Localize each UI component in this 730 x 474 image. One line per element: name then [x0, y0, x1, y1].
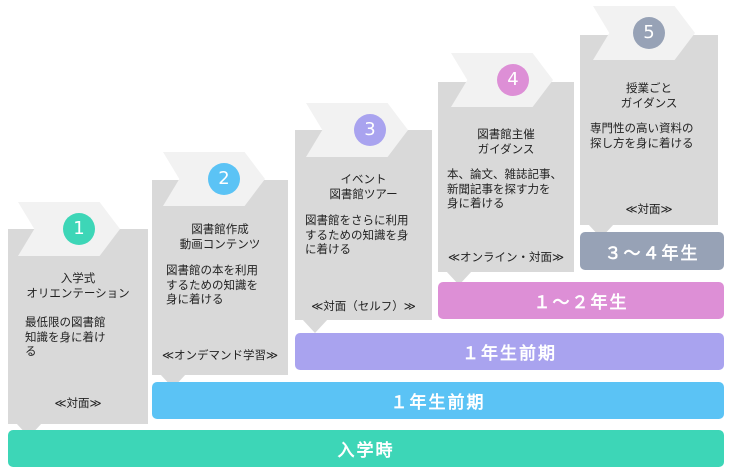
step-3-title: イベント 図書館ツアー [329, 172, 398, 201]
step-1-number-badge: 1 [63, 213, 95, 245]
bar-year-1-2: １～２年生 [438, 282, 724, 319]
step-5-title: 授業ごと ガイダンス [620, 81, 678, 110]
step-4-mode: ≪オンライン・対面≫ [447, 250, 565, 264]
step-2-title: 図書館作成 動画コンテンツ [179, 222, 261, 251]
step-1-title: 入学式 オリエンテーション [26, 271, 130, 300]
step-2-card [152, 180, 288, 375]
step-3-number-badge: 3 [354, 114, 386, 146]
step-1-description: 最低限の図書館 知識を身に着け る [25, 315, 106, 358]
bar-first-year-first-term-lower: １年生前期 [152, 382, 724, 419]
step-5-mode: ≪対面≫ [625, 202, 673, 216]
step-2-mode: ≪オンデマンド学習≫ [161, 348, 279, 362]
step-2-description: 図書館の本を利用 するための知識を 身に着ける [166, 263, 258, 306]
step-4-card [438, 82, 574, 272]
step-3-description: 図書館をさらに利用 するための知識を身 に着ける [305, 213, 409, 256]
step-4-description: 本、論文、雑誌記事、 新聞記事を探す力を 身に着ける [447, 167, 562, 210]
bar-enrollment: 入学時 [8, 430, 724, 467]
bar-first-year-first-term-upper: １年生前期 [295, 333, 724, 370]
step-3-card [295, 130, 432, 320]
step-3-card-tail [302, 319, 328, 333]
step-5-description: 専門性の高い資料の 探し方を身に着ける [590, 121, 694, 150]
step-3-mode: ≪対面（セルフ）≫ [311, 299, 416, 313]
step-5-card [580, 35, 718, 225]
step-5-number-badge: 5 [633, 17, 665, 49]
step-2-number-badge: 2 [208, 163, 240, 195]
bar-year-3-4: ３～４年生 [580, 232, 724, 270]
step-4-title: 図書館主催 ガイダンス [477, 127, 535, 156]
step-4-number-badge: 4 [497, 64, 529, 96]
step-1-card [8, 229, 148, 424]
step-4-card-tail [446, 271, 472, 285]
step-1-mode: ≪対面≫ [54, 396, 102, 410]
